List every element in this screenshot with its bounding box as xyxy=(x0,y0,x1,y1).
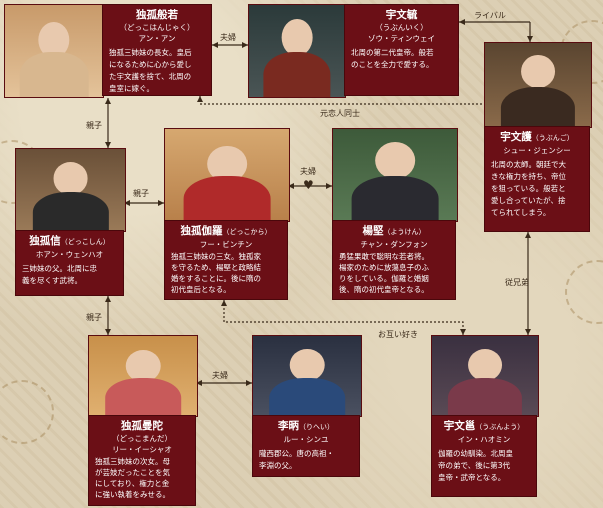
name: 李昞（りへい） xyxy=(278,420,334,432)
ornament xyxy=(0,380,54,444)
label-spouse: 夫婦 xyxy=(212,371,228,380)
name: 宇文護（うぶんご） xyxy=(500,131,574,143)
actor: ホアン・ウェンハオ xyxy=(35,250,104,259)
actor: チャン・ダンフォン xyxy=(360,240,428,249)
label-mutual: お互い好き xyxy=(378,330,418,339)
card-yuwenhu: 宇文護（うぶんご） シュー・ジェンシー 北周の太師。朝廷で大きな権力を持ち、帝位… xyxy=(484,126,590,232)
description: 三姉妹の父。北周に忠義を尽くす武将。 xyxy=(22,264,97,285)
label-spouse: 夫婦 xyxy=(300,167,316,176)
description: 伽羅の幼馴染。北周皇帝の弟で、後に第3代 皇帝・武帝となる。 xyxy=(438,449,513,482)
description: 独孤三姉妹の三女。独孤家を守るため、楊堅と政略結 婚をすることに。後に隋の初代皇… xyxy=(171,252,261,294)
portrait-yuwenhu xyxy=(484,42,592,128)
card-libing: 李昞（りへい） ルー・シンユ 隴西郡公。唐の高祖・李淵の父。 xyxy=(252,415,360,477)
name: 宇文毓 xyxy=(385,9,418,21)
label-rival: ライバル xyxy=(474,11,506,20)
reading: （どっこはんじゃく） xyxy=(119,23,195,32)
portrait-libing xyxy=(252,335,362,417)
heart-icon: ♥ xyxy=(303,178,314,192)
label-parent: 親子 xyxy=(86,313,102,322)
card-yuwenyu: 宇文毓 （うぶんいく） ゾウ・ティンウェイ 北周の第二代皇帝。般若のことを全力で… xyxy=(344,4,459,96)
name: 楊堅（ようけん） xyxy=(362,225,426,237)
label-spouse: 夫婦 xyxy=(220,33,236,42)
name: 独孤般若 xyxy=(136,9,178,21)
description: 勇猛果敢で聡明な若者将。楊家のために放蕩息子のふ りをしている。伽羅と婚姻後、隋… xyxy=(339,252,429,294)
portrait-yuwenyong xyxy=(431,335,539,417)
portrait-duguxin xyxy=(15,148,126,232)
card-yangjian: 楊堅（ようけん） チャン・ダンフォン 勇猛果敢で聡明な若者将。楊家のために放蕩息… xyxy=(332,220,456,300)
card-manduo: 独孤曼陀 （どっこまんだ） リー・イーシャオ 独孤三姉妹の次女。母が芸妓だったこ… xyxy=(88,415,196,506)
description: 独孤三姉妹の長女。皇后になるために心から愛し た宇文護を捨て、北周の皇室に嫁ぐ。 xyxy=(109,48,192,93)
portrait-yuwenyu xyxy=(248,4,346,98)
reading: （どっこまんだ） xyxy=(112,434,172,443)
card-yuwenyong: 宇文邕（うぶんよう） イン・ハオミン 伽羅の幼馴染。北周皇帝の弟で、後に第3代 … xyxy=(431,415,537,497)
label-cousins: 従兄弟 xyxy=(505,278,529,287)
actor: ゾウ・ティンウェイ xyxy=(367,34,436,43)
name: 独孤曼陀 xyxy=(121,420,163,432)
name: 独孤伽羅（どっこから） xyxy=(180,225,272,237)
description: 北周の太師。朝廷で大きな権力を持ち、帝位 を狙っている。般若と愛し合っていたが、… xyxy=(491,160,566,217)
portrait-manduo xyxy=(88,335,198,417)
name: 宇文邕（うぶんよう） xyxy=(443,420,525,432)
card-banruo: 独孤般若 （どっこはんじゃく） アン・アン 独孤三姉妹の長女。皇后になるために心… xyxy=(102,4,212,96)
card-duguxin: 独孤信（どっこしん） ホアン・ウェンハオ 三姉妹の父。北周に忠義を尽くす武将。 xyxy=(15,230,124,296)
name: 独孤信（どっこしん） xyxy=(29,235,110,247)
label-former-lovers: 元恋人同士 xyxy=(320,109,360,118)
actor: リー・イーシャオ xyxy=(112,445,172,454)
portrait-dugujialuo xyxy=(164,128,290,222)
description: 独孤三姉妹の次女。母が芸妓だったことを気 にしており、権力と金に強い執着をみせる… xyxy=(95,457,170,499)
actor: フー・ビンチン xyxy=(199,240,253,249)
label-parent: 親子 xyxy=(86,121,102,130)
description: 北周の第二代皇帝。般若のことを全力で愛する。 xyxy=(351,48,434,69)
actor: アン・アン xyxy=(138,34,176,43)
actor: イン・ハオミン xyxy=(457,435,511,444)
reading: （うぶんいく） xyxy=(375,23,428,32)
actor: ルー・シンユ xyxy=(283,435,329,444)
portrait-banruo xyxy=(4,4,104,98)
portrait-yangjian xyxy=(332,128,458,222)
description: 隴西郡公。唐の高祖・李淵の父。 xyxy=(259,449,334,470)
actor: シュー・ジェンシー xyxy=(503,146,571,155)
card-dugujialuo: 独孤伽羅（どっこから） フー・ビンチン 独孤三姉妹の三女。独孤家を守るため、楊堅… xyxy=(164,220,288,300)
label-parent: 親子 xyxy=(133,189,149,198)
